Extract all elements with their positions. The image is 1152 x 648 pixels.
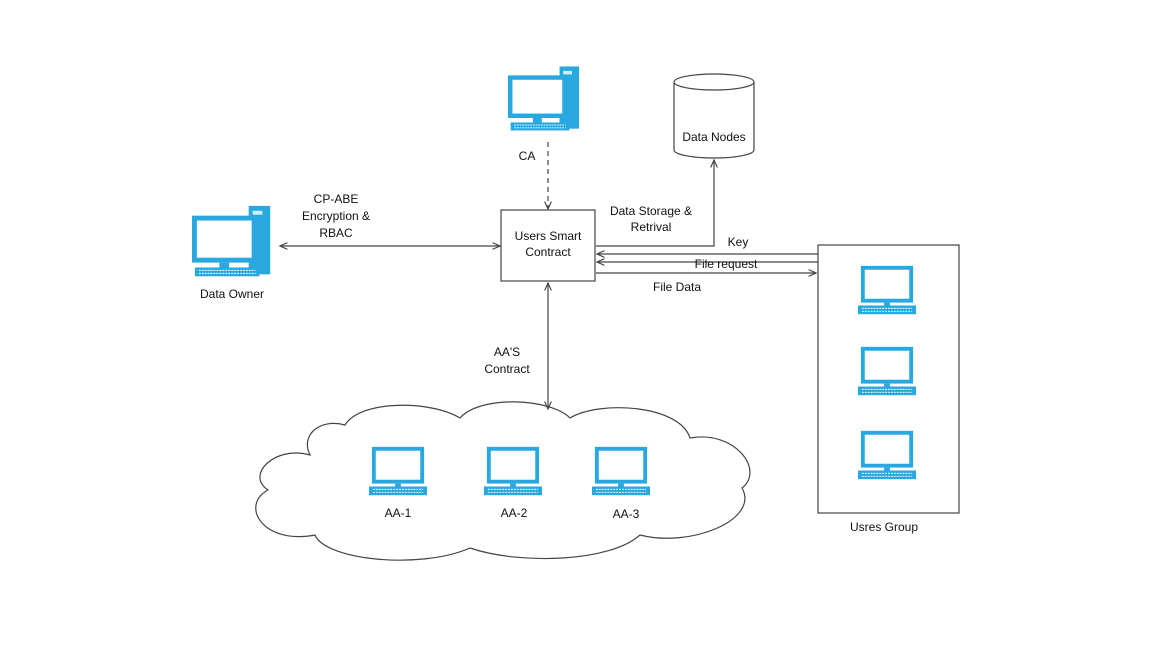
aa1-label: AA-1: [385, 506, 412, 520]
data-nodes-database-icon: [673, 73, 755, 159]
data-nodes-label: Data Nodes: [682, 130, 745, 144]
contract-storage-edge: [596, 160, 714, 247]
smart-contract-label-line1: Users Smart: [515, 229, 582, 243]
smart-contract-label-line2: Contract: [525, 245, 571, 259]
aas-label-line1: AA'S: [494, 345, 520, 359]
storage-label-line2: Retrival: [631, 220, 672, 234]
data-owner-desktop-icon: [192, 205, 271, 277]
user2-laptop-icon: [858, 346, 916, 396]
cpabe-label-line3: RBAC: [319, 226, 353, 240]
storage-label-line1: Data Storage &: [610, 204, 692, 218]
ca-desktop-icon: [508, 66, 580, 131]
users-group-label: Usres Group: [850, 520, 918, 534]
cpabe-label-line1: CP-ABE: [314, 192, 359, 206]
user1-laptop-icon: [858, 265, 916, 315]
aas-label-line2: Contract: [484, 362, 530, 376]
user3-laptop-icon: [858, 430, 916, 480]
cpabe-label-line2: Encryption &: [302, 209, 370, 223]
aa3-laptop-icon: [592, 446, 650, 496]
aa2-laptop-icon: [484, 446, 542, 496]
aa3-label: AA-3: [613, 507, 640, 521]
smart-contract-box[interactable]: [500, 209, 596, 282]
aa2-label: AA-2: [501, 506, 528, 520]
file-request-label: File request: [695, 257, 758, 271]
ca-label: CA: [519, 149, 536, 163]
key-label: Key: [728, 235, 749, 249]
file-data-label: File Data: [653, 280, 701, 294]
data-owner-label: Data Owner: [200, 287, 264, 301]
aa1-laptop-icon: [369, 446, 427, 496]
